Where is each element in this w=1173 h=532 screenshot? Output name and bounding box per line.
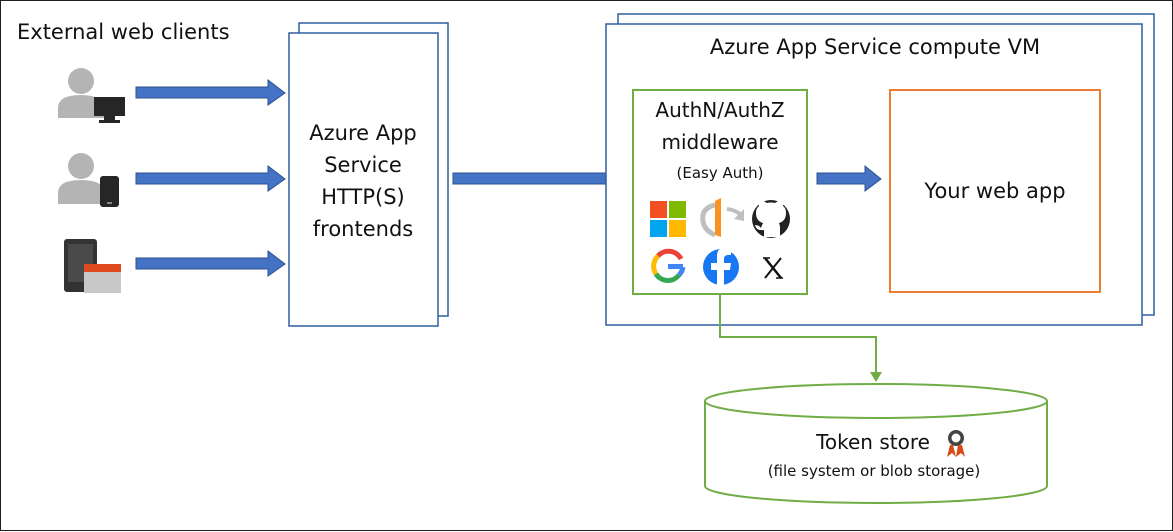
webapp-label: Your web app [923, 179, 1065, 203]
middleware-line-2: middleware [662, 130, 779, 154]
token-store-label: Token store [815, 430, 930, 454]
client-arrow-3 [135, 249, 286, 277]
github-icon [752, 200, 790, 238]
token-store-connector [719, 293, 882, 382]
frontend-line-2: Service [324, 153, 402, 177]
frontend-box: Azure App Service HTTP(S) frontends [288, 22, 449, 327]
middleware-to-webapp-arrow [816, 164, 882, 192]
frontend-line-4: frontends [313, 217, 413, 241]
middleware-subtitle: (Easy Auth) [677, 164, 764, 182]
frontend-line-3: HTTP(S) [321, 185, 404, 209]
client-arrow-2 [135, 164, 286, 192]
clients-title: External web clients [17, 20, 230, 44]
microsoft-icon [650, 201, 686, 237]
frontend-to-middleware-arrow [452, 164, 626, 192]
user-desktop-icon [58, 68, 125, 123]
middleware-line-1: AuthN/AuthZ [655, 98, 784, 122]
token-store-cylinder: Token store (file system or blob storage… [704, 383, 1048, 504]
client-arrow-1 [135, 78, 286, 106]
webapp-box: Your web app [889, 89, 1101, 293]
token-store-sublabel: (file system or blob storage) [768, 462, 981, 480]
x-icon [763, 257, 783, 279]
compute-vm-title: Azure App Service compute VM [710, 35, 1040, 59]
award-ribbon-icon [947, 430, 965, 457]
user-phone-icon [58, 153, 119, 207]
facebook-icon [703, 248, 739, 285]
frontend-line-1: Azure App [309, 121, 417, 145]
openid-icon [700, 198, 744, 238]
device-browser-icon [64, 239, 121, 293]
google-icon [651, 248, 686, 284]
